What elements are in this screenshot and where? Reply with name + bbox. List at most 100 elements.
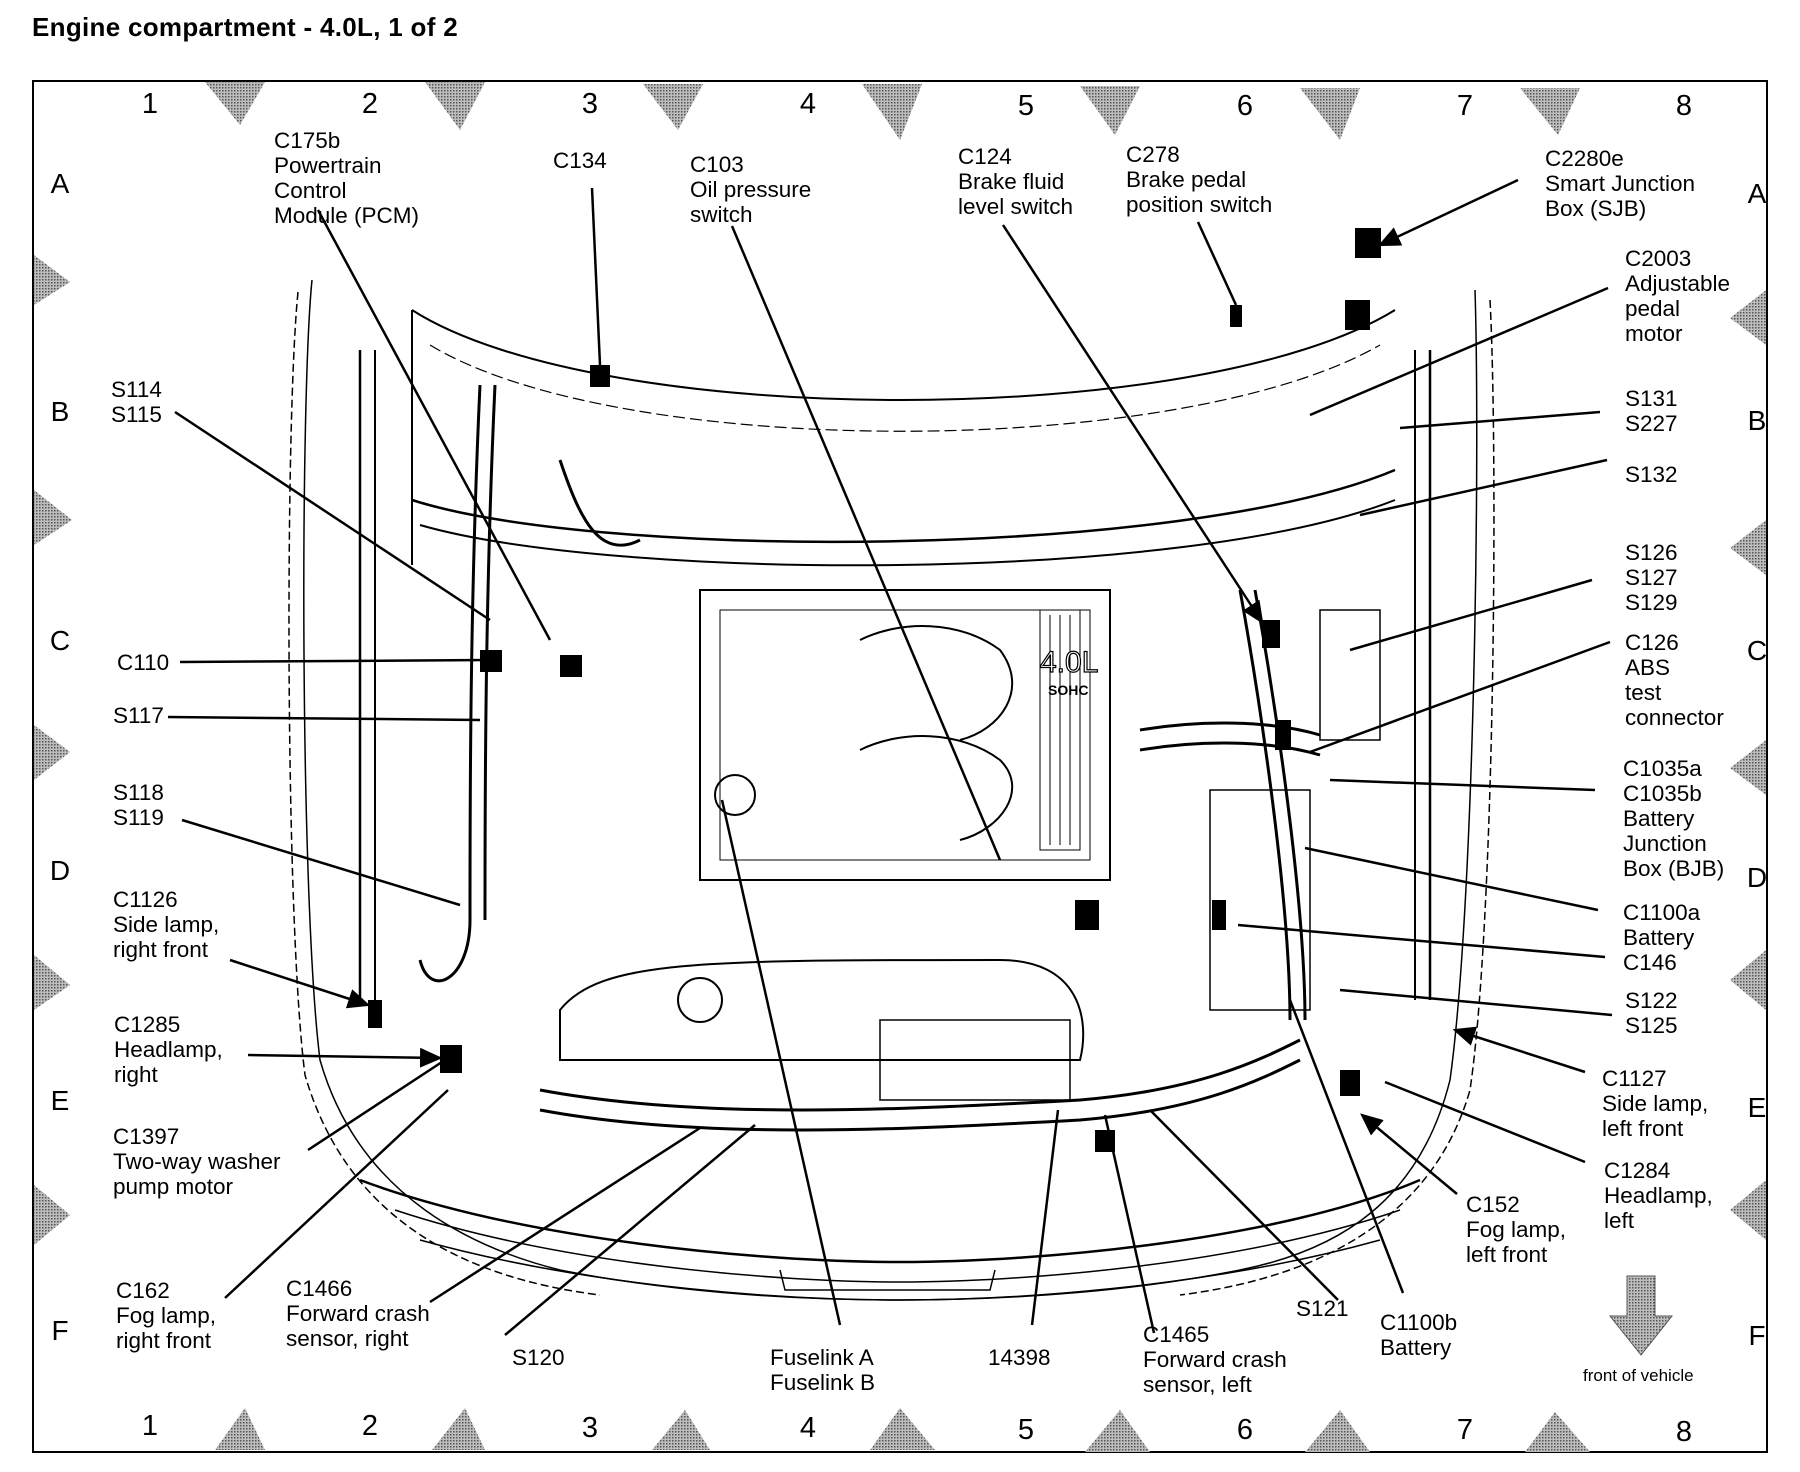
callout-line: S117 — [113, 703, 164, 728]
grid-column-3-top: 3 — [581, 88, 599, 120]
leader-s126 — [1349, 578, 1593, 652]
grid-row-d-left: D — [49, 855, 71, 886]
leader-c110 — [179, 658, 489, 664]
callout-line: Fog lamp, — [1466, 1217, 1567, 1242]
callout-line: left front — [1602, 1116, 1684, 1141]
leader-c1035 — [1329, 778, 1596, 792]
callout-line: Battery — [1623, 806, 1695, 831]
grid-column-8-top: 8 — [1675, 90, 1693, 122]
grid-column-1-top: 1 — [141, 88, 159, 120]
callout-line: pedal — [1625, 296, 1681, 321]
leader-fuselink — [720, 799, 842, 1326]
engine-badge-type: SOHC — [1048, 682, 1088, 698]
callout-line: C162 — [116, 1278, 170, 1303]
grid-column-7-top: 7 — [1456, 90, 1474, 122]
callout-s120: S120 — [512, 1345, 565, 1370]
grid-row-f-left: F — [51, 1315, 69, 1346]
callout-line: connector — [1625, 705, 1724, 730]
callout-line: Box (SJB) — [1545, 196, 1647, 221]
leader-c1285 — [247, 1047, 443, 1068]
callout-line: C146 — [1623, 950, 1677, 975]
callout-line: right — [114, 1062, 158, 1087]
callout-line: C1466 — [286, 1276, 353, 1301]
leader-c126 — [1309, 640, 1611, 754]
grid-column-8-bottom: 8 — [1675, 1416, 1693, 1448]
grid-row-a-right: A — [1747, 178, 1767, 209]
grid-row-d-right: D — [1746, 862, 1768, 893]
front-of-vehicle-label: front of vehicle — [1583, 1366, 1694, 1385]
callout-line: C1035a — [1623, 756, 1702, 781]
callout-line: S127 — [1625, 565, 1678, 590]
callout-s117: S117 — [113, 703, 164, 728]
leader-c146 — [1237, 923, 1606, 959]
leader-c1466 — [429, 1126, 701, 1304]
callout-line: C1397 — [113, 1124, 180, 1149]
callout-line: Brake pedal — [1126, 167, 1247, 192]
leader-c1100a — [1304, 846, 1599, 912]
leader-14398 — [1030, 1109, 1060, 1326]
callout-line: C1284 — [1604, 1158, 1671, 1183]
engine-block — [559, 589, 1381, 1101]
callout-line: switch — [690, 202, 753, 227]
grid-row-c-left: C — [49, 625, 71, 656]
leader-s132 — [1359, 458, 1608, 517]
leader-c124 — [1001, 224, 1264, 625]
callout-line: C1100b — [1380, 1310, 1458, 1335]
callout-line: C1126 — [113, 887, 178, 912]
callout-line: Headlamp, — [1604, 1183, 1713, 1208]
callout-line: Brake fluid — [958, 169, 1065, 194]
callout-line: C1465 — [1143, 1322, 1210, 1347]
leader-c1397 — [307, 1058, 446, 1152]
grid-row-e-right: E — [1747, 1092, 1767, 1123]
callout-line: Fuselink B — [770, 1370, 876, 1395]
callout-line: S119 — [113, 805, 164, 830]
cowl-panel — [358, 309, 1432, 1000]
callout-line: S114 — [111, 377, 162, 402]
leader-c2280e — [1377, 178, 1519, 247]
grid-column-2-bottom: 2 — [361, 1410, 379, 1442]
leader-c1126 — [229, 958, 371, 1009]
connector-icons — [368, 228, 1381, 1152]
grid-column-2-top: 2 — [361, 88, 379, 120]
leader-c134 — [590, 187, 602, 366]
callout-line: right front — [116, 1328, 212, 1353]
grid-row-f-right: F — [1748, 1320, 1766, 1351]
callout-line: C134 — [553, 148, 607, 173]
leader-lines — [167, 178, 1613, 1336]
callout-line: left front — [1466, 1242, 1548, 1267]
callout-s132: S132 — [1625, 462, 1678, 487]
callout-line: Two-way washer — [113, 1149, 281, 1174]
grid-column-3-bottom: 3 — [581, 1412, 599, 1444]
callout-line: Fog lamp, — [116, 1303, 217, 1328]
leader-c1284 — [1384, 1080, 1586, 1164]
callout-line: C278 — [1126, 142, 1180, 167]
callout-line: C1100a — [1623, 900, 1701, 925]
callout-line: C175b — [274, 128, 341, 153]
callout-line: S115 — [111, 402, 162, 427]
callout-line: C2003 — [1625, 246, 1692, 271]
callout-line: Side lamp, — [1602, 1091, 1709, 1116]
callout-line: position switch — [1126, 192, 1273, 217]
callout-14398: 14398 — [988, 1345, 1051, 1370]
callout-line: S227 — [1625, 411, 1678, 436]
callout-c134: C134 — [553, 148, 607, 173]
grid-row-b-right: B — [1747, 405, 1767, 436]
callout-line: S129 — [1625, 590, 1678, 615]
engine-badge-displacement: 4.0L — [1040, 646, 1098, 679]
callout-line: sensor, right — [286, 1326, 409, 1351]
callout-line: S126 — [1625, 540, 1678, 565]
grid-row-b-left: B — [50, 396, 70, 427]
grid-markers-sides — [34, 255, 1766, 1245]
